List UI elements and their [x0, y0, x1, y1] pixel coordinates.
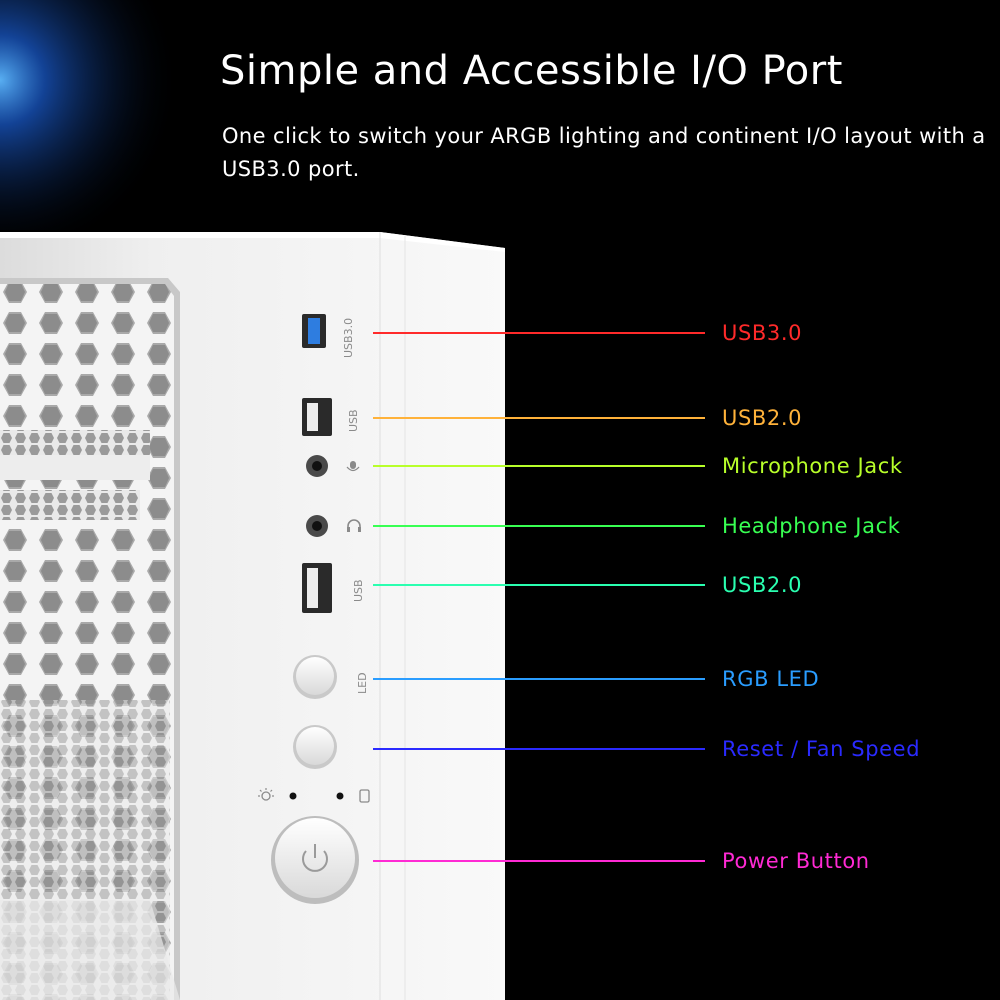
usb-marking-top: USB — [347, 409, 360, 432]
label-power-button: Power Button — [722, 849, 870, 873]
usb3-marking: USB3.0 — [342, 318, 355, 358]
case-top-edge — [0, 232, 505, 252]
microphone-icon — [346, 461, 360, 472]
reset-button[interactable] — [293, 725, 337, 769]
power-indicator-icon — [258, 788, 274, 801]
label-usb2-top: USB2.0 — [722, 406, 803, 430]
power-indicator-led — [289, 792, 297, 800]
headphone-jack[interactable] — [306, 515, 328, 537]
microphone-jack[interactable] — [306, 455, 328, 477]
label-rgb-led: RGB LED — [722, 667, 820, 691]
blue-glow — [0, 0, 320, 230]
led-button[interactable] — [293, 655, 337, 699]
power-button[interactable] — [271, 816, 359, 904]
label-microphone-jack: Microphone Jack — [722, 454, 903, 478]
page-title: Simple and Accessible I/O Port — [220, 48, 843, 94]
label-usb3: USB3.0 — [722, 321, 803, 345]
label-headphone-jack: Headphone Jack — [722, 514, 901, 538]
usb-marking-bottom: USB — [352, 579, 365, 602]
usb3-port[interactable] — [302, 314, 326, 348]
hdd-indicator-icon — [359, 789, 370, 803]
usb2-bottom-port[interactable] — [302, 563, 332, 613]
hdd-indicator-led — [336, 792, 344, 800]
label-usb2-bottom: USB2.0 — [722, 573, 803, 597]
led-marking: LED — [356, 672, 369, 694]
power-icon — [302, 844, 328, 872]
page-description: One click to switch your ARGB lighting a… — [222, 124, 986, 181]
mesh-panel — [0, 278, 180, 1000]
headphone-icon — [347, 519, 361, 532]
label-reset-fan-speed: Reset / Fan Speed — [722, 737, 921, 761]
usb2-top-port[interactable] — [302, 398, 332, 436]
